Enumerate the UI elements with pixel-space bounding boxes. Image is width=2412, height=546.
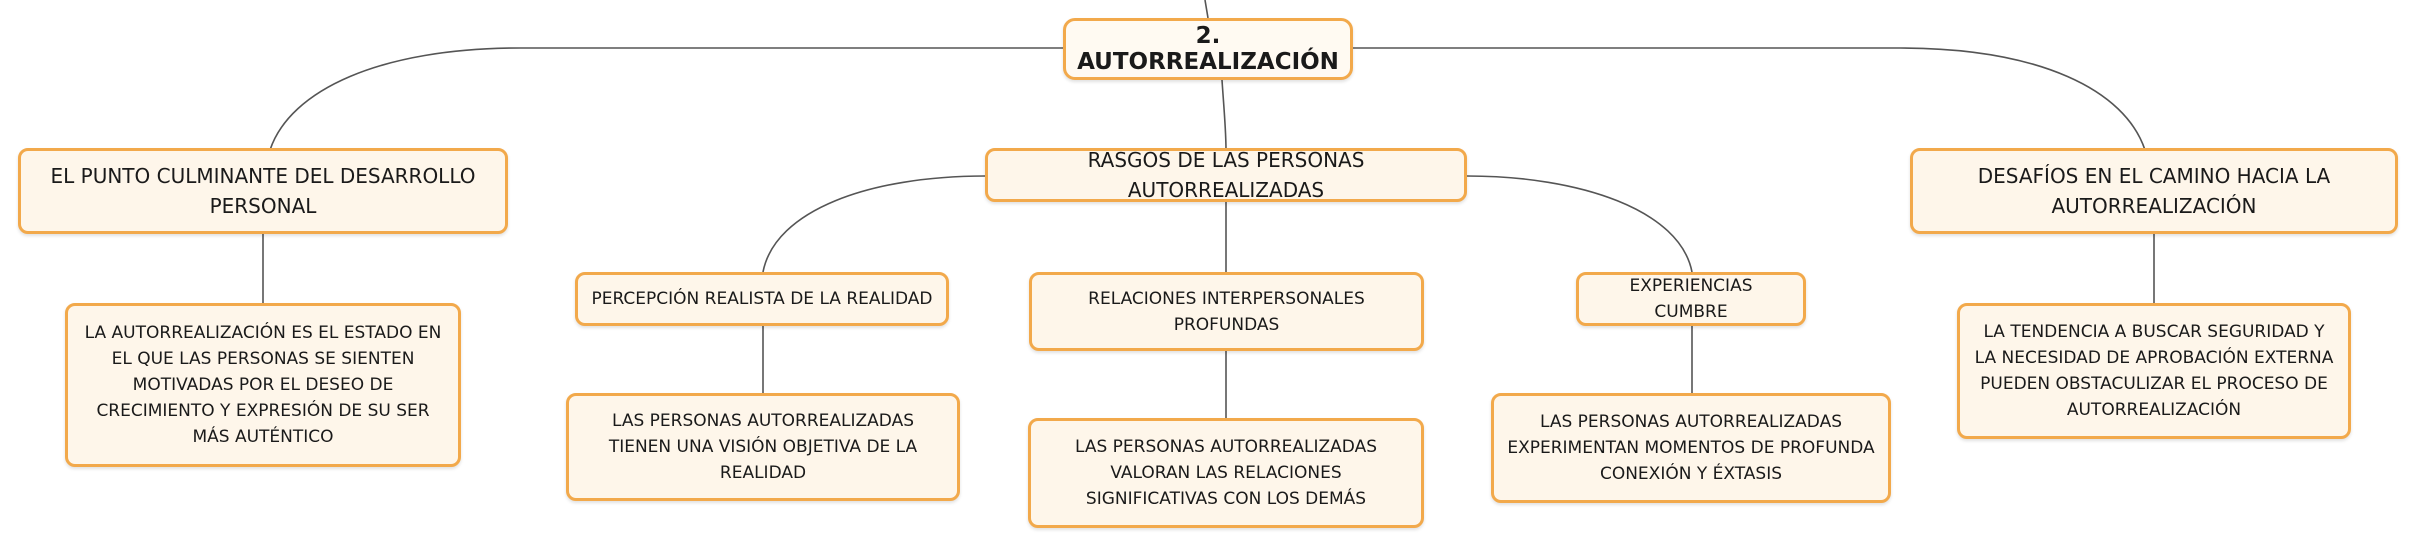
subtopic-relations[interactable]: RELACIONES INTERPERSONALES PROFUNDAS <box>1029 272 1424 351</box>
connector-root-right <box>1353 47 2146 151</box>
right-detail-text: LA TENDENCIA A BUSCAR SEGURIDAD Y LA NEC… <box>1974 322 2334 420</box>
subtopic-peak-experiences[interactable]: EXPERIENCIAS CUMBRE <box>1576 272 1806 326</box>
branch-center-label: RASGOS DE LAS PERSONAS AUTORREALIZADAS <box>1087 148 1365 202</box>
connector-incoming <box>1204 0 1209 19</box>
right-detail-node[interactable]: LA TENDENCIA A BUSCAR SEGURIDAD Y LA NEC… <box>1957 303 2351 439</box>
root-topic[interactable]: 2. AUTORREALIZACIÓN <box>1063 18 1353 80</box>
left-detail-text: LA AUTORREALIZACIÓN ES EL ESTADO EN EL Q… <box>84 323 442 447</box>
branch-left-label: EL PUNTO CULMINANTE DEL DESARROLLO PERSO… <box>50 164 476 218</box>
branch-right-label: DESAFÍOS EN EL CAMINO HACIA LA AUTORREAL… <box>1977 164 2331 218</box>
connector-center-sub1 <box>762 175 986 273</box>
root-topic-label: 2. AUTORREALIZACIÓN <box>1077 23 1339 75</box>
subtopic-relations-label: RELACIONES INTERPERSONALES PROFUNDAS <box>1088 288 1365 335</box>
subtopic-perception[interactable]: PERCEPCIÓN REALISTA DE LA REALIDAD <box>575 272 949 326</box>
connector-root-center <box>1221 79 1227 151</box>
branch-center-topic[interactable]: RASGOS DE LAS PERSONAS AUTORREALIZADAS <box>985 148 1467 202</box>
left-detail-node[interactable]: LA AUTORREALIZACIÓN ES EL ESTADO EN EL Q… <box>65 303 461 467</box>
peak-experiences-detail-node[interactable]: LAS PERSONAS AUTORREALIZADAS EXPERIMENTA… <box>1491 393 1891 503</box>
perception-detail-node[interactable]: LAS PERSONAS AUTORREALIZADAS TIENEN UNA … <box>566 393 960 501</box>
branch-right-topic[interactable]: DESAFÍOS EN EL CAMINO HACIA LA AUTORREAL… <box>1910 148 2398 234</box>
perception-detail-text: LAS PERSONAS AUTORREALIZADAS TIENEN UNA … <box>608 411 918 483</box>
connector-center-sub3 <box>1466 175 1693 273</box>
connector-root-left <box>269 47 1063 151</box>
relations-detail-node[interactable]: LAS PERSONAS AUTORREALIZADAS VALORAN LAS… <box>1028 418 1424 528</box>
peak-experiences-detail-text: LAS PERSONAS AUTORREALIZADAS EXPERIMENTA… <box>1507 412 1875 484</box>
branch-left-topic[interactable]: EL PUNTO CULMINANTE DEL DESARROLLO PERSO… <box>18 148 508 234</box>
subtopic-perception-label: PERCEPCIÓN REALISTA DE LA REALIDAD <box>591 289 933 309</box>
relations-detail-text: LAS PERSONAS AUTORREALIZADAS VALORAN LAS… <box>1074 437 1377 509</box>
subtopic-peak-experiences-label: EXPERIENCIAS CUMBRE <box>1629 276 1753 322</box>
